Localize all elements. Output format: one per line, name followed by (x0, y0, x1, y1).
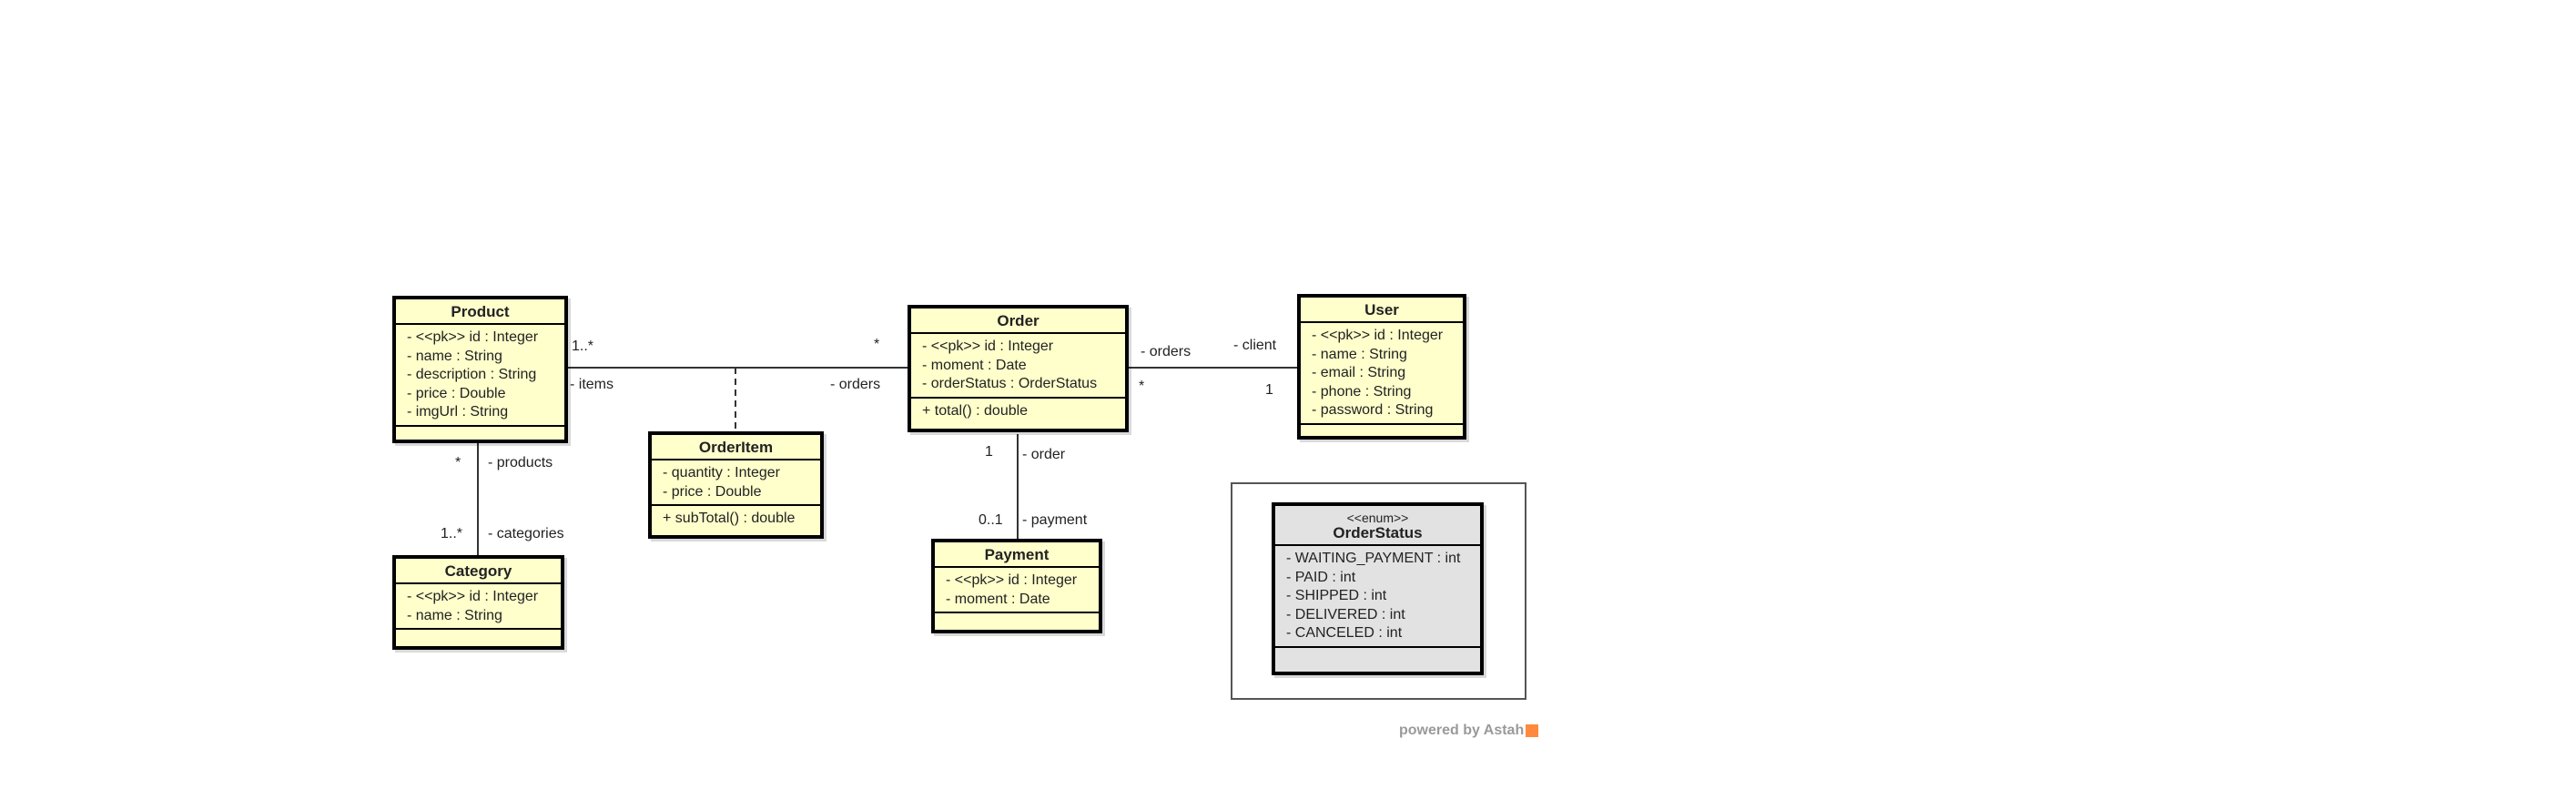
multiplicity-product-category-category-end: 1..* (441, 526, 463, 541)
attribute: - moment : Date (922, 357, 1027, 373)
attribute: - <<pk>> id : Integer (922, 339, 1054, 354)
attribute: - price : Double (407, 385, 506, 401)
class-product[interactable]: Product - <<pk>> id : Integer - name : S… (392, 296, 568, 443)
attribute: - name : String (1312, 346, 1407, 362)
attribute: - <<pk>> id : Integer (407, 329, 539, 345)
enum-literal: - DELIVERED : int (1286, 606, 1405, 622)
class-category[interactable]: Category - <<pk>> id : Integer - name : … (392, 555, 564, 650)
class-user-operations (1301, 425, 1463, 440)
role-items: - items (570, 377, 614, 392)
attribute: - moment : Date (946, 591, 1050, 607)
enum-orderstatus-name: <<enum>> OrderStatus (1275, 506, 1480, 546)
multiplicity-product-order-product-end: 1..* (572, 339, 594, 354)
class-payment-name: Payment (935, 542, 1099, 568)
class-user-attributes: - <<pk>> id : Integer - name : String - … (1301, 323, 1463, 425)
class-order-operations: + total() : double (911, 399, 1125, 424)
role-order: - order (1022, 447, 1066, 462)
class-orderitem-name: OrderItem (652, 435, 820, 460)
attribute: - name : String (407, 607, 502, 623)
role-payment: - payment (1022, 512, 1088, 528)
attribute: - name : String (407, 348, 502, 364)
attribute: - <<pk>> id : Integer (407, 589, 539, 604)
enum-name: OrderStatus (1333, 524, 1423, 541)
multiplicity-order-user-order-end: * (1139, 379, 1145, 394)
class-product-operations (396, 427, 564, 442)
multiplicity-order-payment-order-end: 1 (985, 444, 993, 460)
enum-orderstatus-operations (1275, 648, 1480, 663)
operation: + subTotal() : double (663, 511, 796, 526)
watermark-text: powered by Astah (1399, 723, 1525, 738)
class-payment[interactable]: Payment - <<pk>> id : Integer - moment :… (931, 539, 1102, 633)
class-product-name: Product (396, 299, 564, 325)
enum-literal: - CANCELED : int (1286, 625, 1403, 641)
class-payment-attributes: - <<pk>> id : Integer - moment : Date (935, 568, 1099, 613)
class-user-name: User (1301, 298, 1463, 323)
attribute: - imgUrl : String (407, 404, 509, 420)
attribute: - quantity : Integer (663, 465, 780, 480)
enum-orderstatus[interactable]: <<enum>> OrderStatus - WAITING_PAYMENT :… (1272, 502, 1484, 675)
role-categories: - categories (488, 526, 564, 541)
class-category-operations (396, 630, 561, 645)
role-orders-product: - orders (830, 377, 881, 392)
class-category-name: Category (396, 559, 561, 584)
enum-orderstatus-literals: - WAITING_PAYMENT : int - PAID : int - S… (1275, 546, 1480, 648)
operation: + total() : double (922, 402, 1029, 419)
enum-stereotype: <<enum>> (1346, 511, 1409, 525)
class-category-attributes: - <<pk>> id : Integer - name : String (396, 584, 561, 630)
class-orderitem-operations: + subTotal() : double (652, 506, 820, 531)
role-orders-user: - orders (1141, 344, 1192, 359)
attribute: - <<pk>> id : Integer (1312, 328, 1444, 343)
multiplicity-product-order-order-end: * (874, 337, 880, 352)
attribute: - phone : String (1312, 383, 1412, 400)
class-product-attributes: - <<pk>> id : Integer - name : String - … (396, 325, 564, 427)
enum-literal: - WAITING_PAYMENT : int (1286, 551, 1461, 566)
attribute: - password : String (1312, 402, 1434, 418)
attribute: - <<pk>> id : Integer (946, 572, 1078, 588)
class-orderitem[interactable]: OrderItem - quantity : Integer - price :… (648, 431, 824, 539)
class-user[interactable]: User - <<pk>> id : Integer - name : Stri… (1297, 294, 1466, 440)
attribute: - orderStatus : OrderStatus (922, 376, 1098, 391)
astah-logo-icon (1526, 723, 1539, 737)
enum-literal: - PAID : int (1286, 569, 1356, 585)
attribute: - description : String (407, 367, 537, 382)
class-payment-operations (935, 613, 1099, 629)
multiplicity-order-payment-payment-end: 0..1 (979, 512, 1003, 528)
class-orderitem-attributes: - quantity : Integer - price : Double (652, 460, 820, 506)
enum-frame (1231, 482, 1526, 700)
class-order-name: Order (911, 309, 1125, 334)
class-order-attributes: - <<pk>> id : Integer - moment : Date - … (911, 334, 1125, 399)
astah-watermark: powered by Astah (1399, 723, 1539, 739)
multiplicity-order-user-user-end: 1 (1265, 382, 1273, 398)
role-client: - client (1233, 338, 1277, 353)
attribute: - email : String (1312, 365, 1406, 380)
class-order[interactable]: Order - <<pk>> id : Integer - moment : D… (908, 305, 1129, 432)
multiplicity-product-category-product-end: * (455, 455, 461, 470)
attribute: - price : Double (663, 483, 762, 500)
role-products: - products (488, 455, 553, 470)
enum-literal: - SHIPPED : int (1286, 588, 1387, 603)
